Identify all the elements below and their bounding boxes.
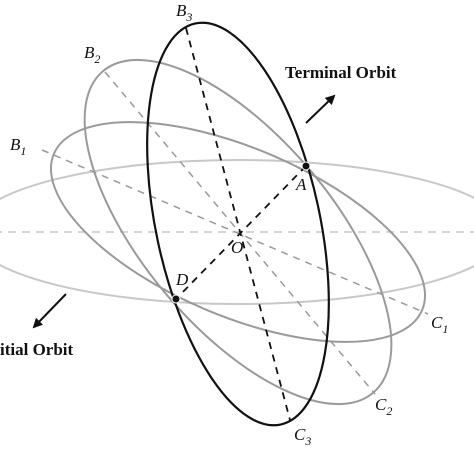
label-b2: B2 — [84, 43, 100, 66]
terminal-orbit-ellipse — [146, 21, 330, 427]
label-c1: C1 — [431, 313, 448, 336]
initial-orbit-arrow — [32, 293, 67, 329]
node-line-a-d — [175, 165, 307, 300]
point-d — [171, 294, 181, 304]
point-a — [301, 161, 311, 171]
label-b3: B3 — [176, 1, 192, 24]
initial-orbit-ellipse — [0, 159, 474, 305]
orbit-1-axis-b1-c1 — [41, 149, 429, 315]
label-c3: C3 — [294, 425, 311, 448]
label-a: A — [295, 175, 307, 194]
orbit-1-ellipse — [49, 121, 427, 343]
orbit-2-ellipse — [83, 58, 393, 406]
label-d: D — [175, 270, 189, 289]
label-c2: C2 — [375, 395, 392, 418]
label-o: O — [231, 238, 243, 257]
label-b1: B1 — [10, 135, 26, 158]
initial-orbit-label: itial Orbit — [0, 340, 74, 359]
terminal-orbit-axis-b3-c3 — [185, 27, 291, 421]
terminal-orbit-label: Terminal Orbit — [285, 63, 397, 82]
terminal-orbit-arrow — [305, 94, 336, 124]
